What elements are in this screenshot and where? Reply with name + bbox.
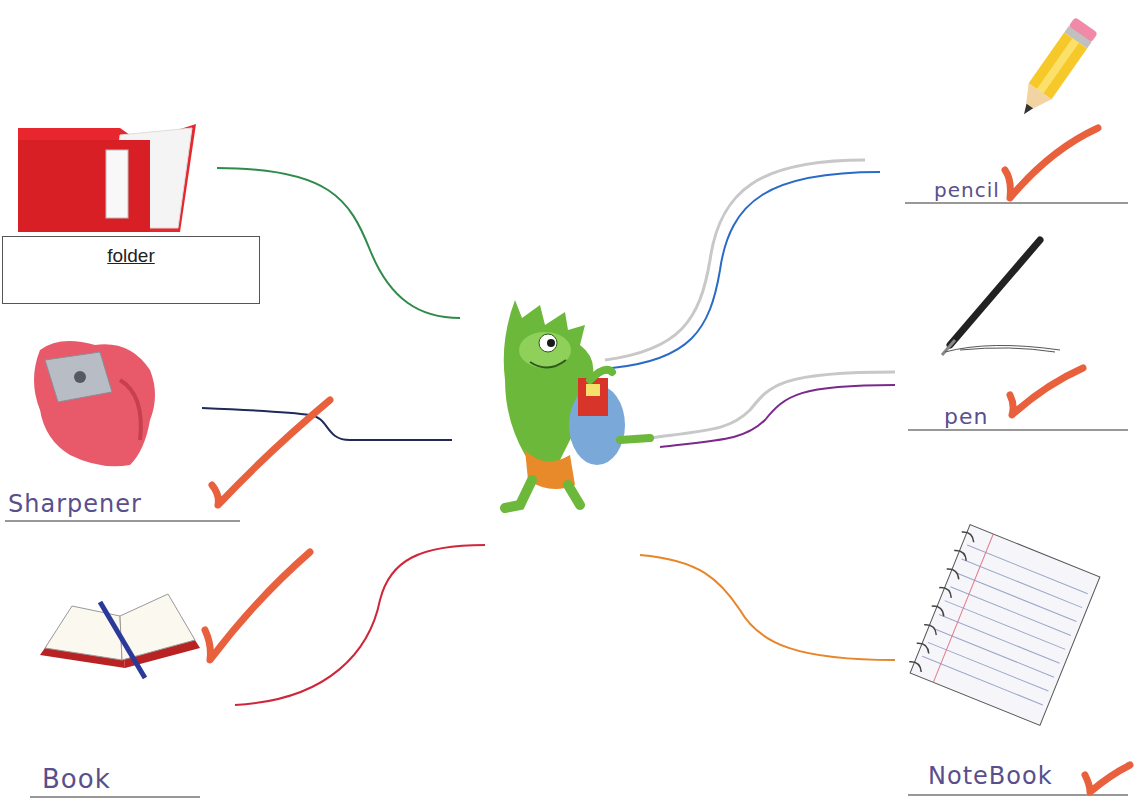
handwritten-answer: pencil bbox=[934, 178, 1000, 202]
monster-eye bbox=[539, 334, 557, 352]
monster-pupil bbox=[547, 339, 555, 347]
book-icon bbox=[40, 594, 200, 678]
handwritten-answer: pen bbox=[944, 404, 988, 429]
pen-scribble bbox=[945, 345, 1060, 352]
answer-line bbox=[908, 794, 1128, 795]
monster-arm bbox=[620, 438, 650, 440]
leader-line bbox=[650, 372, 895, 438]
monster-face bbox=[519, 332, 571, 368]
sharpener-shade bbox=[120, 380, 141, 440]
leader-line bbox=[640, 555, 895, 660]
answer-line bbox=[30, 796, 200, 797]
notebook-line bbox=[939, 615, 1060, 664]
monster-arm bbox=[590, 370, 612, 380]
folder-front bbox=[18, 140, 150, 232]
pen-body bbox=[950, 240, 1040, 345]
monster-box bbox=[578, 378, 608, 416]
leader-line bbox=[660, 385, 895, 447]
handwritten-answer: Sharpener bbox=[8, 490, 142, 518]
monster bbox=[504, 300, 650, 508]
notebook-icon bbox=[905, 523, 1099, 726]
leader-line bbox=[202, 408, 452, 440]
monster-leg bbox=[505, 480, 532, 508]
leader-line bbox=[612, 172, 880, 368]
sharpener-hole bbox=[74, 371, 86, 383]
leader-lines bbox=[202, 160, 895, 705]
answer-line bbox=[5, 520, 240, 521]
label-box: folder bbox=[2, 236, 260, 304]
pencil-body bbox=[1029, 32, 1087, 99]
notebook-line bbox=[962, 559, 1083, 608]
notebook-spiral bbox=[907, 530, 976, 672]
book-ribbon bbox=[100, 602, 145, 678]
folder-icon bbox=[18, 124, 196, 232]
check-mark bbox=[1005, 128, 1098, 198]
answer-line bbox=[905, 202, 1128, 203]
sharpener-icon bbox=[34, 341, 155, 466]
pen-tip bbox=[942, 340, 955, 355]
check-mark bbox=[1085, 765, 1130, 792]
word-label: folder bbox=[3, 245, 259, 267]
folder-label-slot bbox=[106, 150, 128, 218]
leader-line bbox=[605, 160, 865, 360]
handwritten-answer: NoteBook bbox=[928, 762, 1053, 790]
notebook-line bbox=[928, 642, 1049, 691]
pen-icon bbox=[942, 240, 1060, 355]
notebook-line bbox=[922, 656, 1043, 705]
notebook-margin bbox=[933, 534, 993, 682]
monster-box-label bbox=[586, 384, 600, 396]
sharpener-blade bbox=[45, 352, 112, 402]
check-mark bbox=[212, 400, 330, 505]
monster-mouth bbox=[530, 360, 566, 368]
notebook-line bbox=[945, 601, 1066, 650]
check-mark bbox=[205, 552, 310, 660]
handwritten-answer: Book bbox=[42, 764, 111, 794]
check-mark bbox=[1010, 368, 1083, 415]
pencil-icon bbox=[1013, 17, 1098, 122]
monster-leg bbox=[568, 485, 580, 505]
book-page bbox=[45, 606, 122, 660]
leader-line bbox=[235, 545, 485, 705]
sharpener-body bbox=[34, 341, 155, 466]
check-marks bbox=[205, 128, 1130, 792]
notebook-page bbox=[910, 525, 1100, 726]
pencil-wood bbox=[1014, 83, 1052, 120]
pencil-tip bbox=[1021, 104, 1033, 117]
answer-line bbox=[908, 429, 1128, 430]
folder-back bbox=[18, 124, 196, 232]
pencil-stripe bbox=[1037, 38, 1079, 93]
notebook-line bbox=[933, 628, 1054, 677]
